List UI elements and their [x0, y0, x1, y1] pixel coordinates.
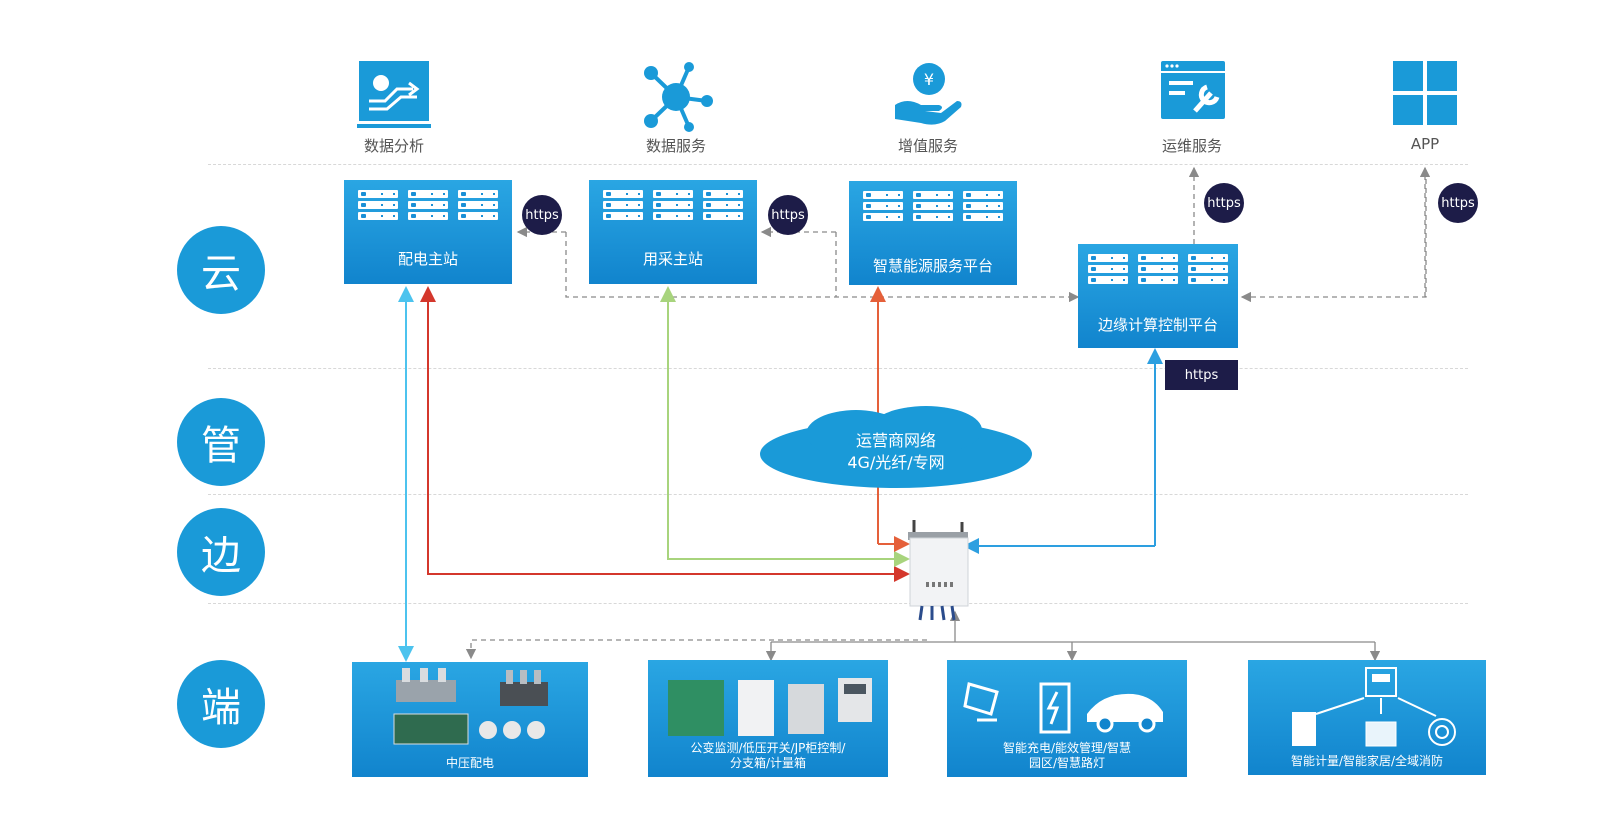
server-icon: [653, 190, 693, 220]
platform-smart-energy[interactable]: 智慧能源服务平台: [849, 181, 1017, 285]
caption-line: 分支箱/计量箱: [729, 756, 807, 770]
divider-pipe-edge: [208, 494, 1468, 495]
hand-coin-icon: ¥: [895, 63, 962, 125]
server-icon: [963, 191, 1003, 221]
platform-collection-master[interactable]: 用采主站: [589, 180, 757, 284]
https-badge: https: [522, 195, 562, 235]
layer-cloud: 云: [177, 226, 265, 314]
maintenance-icon: [1161, 61, 1225, 119]
server-icon: [458, 190, 498, 220]
network-types: 4G/光纤/专网: [847, 453, 945, 472]
svg-text:¥: ¥: [924, 70, 934, 89]
https-badge: https: [768, 195, 808, 235]
app-grid-icon: [1393, 61, 1457, 125]
platform-distribution-master[interactable]: 配电主站: [344, 180, 512, 284]
device-caption: 中压配电: [445, 756, 494, 770]
cabinet-icon: [668, 678, 872, 736]
caption-line: 智能充电/能效管理/智慧: [1002, 741, 1132, 755]
service-label: 运维服务: [1161, 137, 1222, 155]
service-label: APP: [1410, 135, 1440, 153]
smart-meter-icon: [1292, 667, 1456, 747]
layer-edge: 边: [177, 508, 265, 596]
service-data-service[interactable]: 数据服务: [616, 61, 736, 161]
server-icon: [358, 190, 398, 220]
data-analysis-icon: [357, 61, 431, 128]
service-app[interactable]: APP: [1365, 61, 1485, 161]
platform-title: 智慧能源服务平台: [872, 257, 993, 275]
service-ops[interactable]: 运维服务: [1132, 61, 1252, 161]
layer-terminal: 端: [177, 660, 265, 748]
server-icon: [1188, 254, 1228, 284]
network-nodes-icon: [644, 62, 713, 132]
server-icons: [589, 190, 757, 220]
server-icon: [603, 190, 643, 220]
server-icon: [913, 191, 953, 221]
server-icon: [1138, 254, 1178, 284]
server-icons: [344, 190, 512, 220]
caption-line: 园区/智慧路灯: [1028, 756, 1106, 770]
server-icon: [863, 191, 903, 221]
service-data-analysis[interactable]: 数据分析: [334, 61, 454, 161]
server-icons: [849, 191, 1017, 221]
ev-charging-icon: [963, 682, 1163, 734]
server-icons: [1078, 254, 1238, 284]
platform-title: 边缘计算控制平台: [1097, 316, 1218, 334]
carrier-network-cloud: [760, 406, 1032, 488]
service-label: 数据服务: [645, 137, 706, 155]
https-badge: https: [1204, 183, 1244, 223]
device-caption: 公变监测/低压开关/JP柜控制/ 分支箱/计量箱: [648, 741, 888, 771]
switchgear-icon: [393, 668, 548, 745]
divider-top: [208, 164, 1468, 165]
carrier-network-label: 运营商网络 4G/光纤/专网: [806, 430, 986, 474]
server-icon: [1088, 254, 1128, 284]
divider-cloud-pipe: [208, 368, 1468, 369]
server-icon: [408, 190, 448, 220]
layer-pipe: 管: [177, 398, 265, 486]
service-value-added[interactable]: ¥ 增值服务: [868, 61, 988, 161]
service-label: 数据分析: [363, 137, 424, 155]
https-badge: https: [1438, 183, 1478, 223]
https-badge: https: [1165, 360, 1238, 390]
server-icon: [703, 190, 743, 220]
network-name: 运营商网络: [855, 431, 936, 450]
device-box-metering[interactable]: 智能计量/智能家居/全域消防: [1248, 660, 1486, 775]
caption-line: 公变监测/低压开关/JP柜控制/: [690, 741, 846, 755]
device-box-monitoring[interactable]: 公变监测/低压开关/JP柜控制/ 分支箱/计量箱: [648, 660, 888, 777]
device-caption: 智能充电/能效管理/智慧 园区/智慧路灯: [947, 741, 1187, 771]
service-label: 增值服务: [897, 137, 958, 155]
platform-title: 用采主站: [642, 250, 703, 268]
platform-title: 配电主站: [397, 250, 458, 268]
edge-gateway-device[interactable]: [904, 518, 984, 622]
platform-edge-compute[interactable]: 边缘计算控制平台: [1078, 244, 1238, 348]
device-box-charging[interactable]: 智能充电/能效管理/智慧 园区/智慧路灯: [947, 660, 1187, 777]
device-caption: 智能计量/智能家居/全域消防: [1290, 754, 1444, 768]
divider-edge-terminal: [208, 603, 1468, 604]
device-box-medium-voltage[interactable]: 中压配电: [352, 662, 588, 777]
